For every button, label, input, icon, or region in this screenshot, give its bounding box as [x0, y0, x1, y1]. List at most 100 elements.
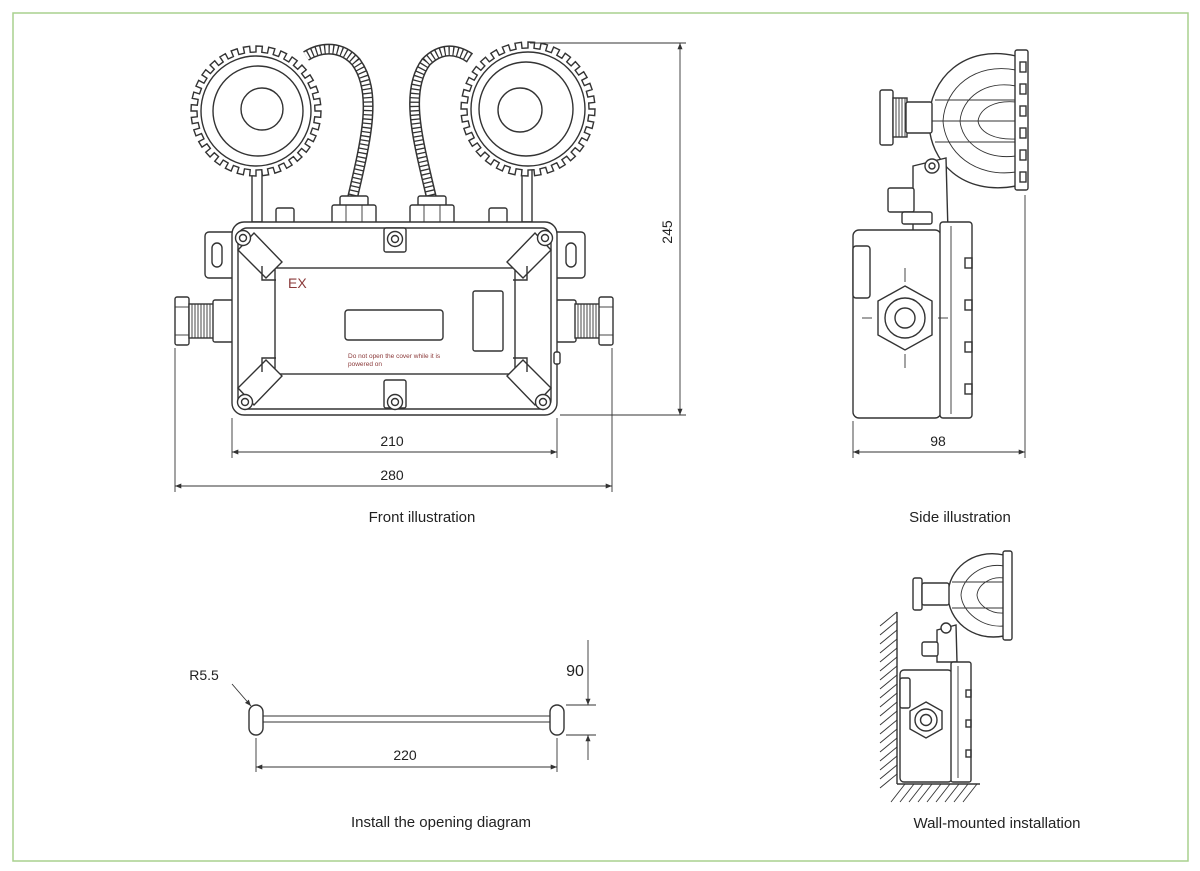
wall-hatch-line: [879, 773, 898, 789]
bolt-icon: [924, 158, 940, 174]
dim-label-spacing: 220: [393, 747, 417, 763]
dimension-height: 245: [530, 42, 686, 416]
wall-hatch-line: [879, 665, 898, 681]
bolt-icon: [390, 397, 400, 407]
side-enclosure-cover: [939, 221, 973, 419]
side-mounting-ear: [852, 245, 871, 299]
radius-leader: [231, 683, 252, 707]
wall-enclosure-cover: [950, 661, 972, 783]
right-top-gland-body: [409, 204, 455, 225]
wall-hatch-line: [879, 746, 898, 762]
side-lamp-rim-notch: [1019, 171, 1027, 183]
side-lamp-gland: [879, 89, 933, 146]
side-enclosure: [852, 221, 973, 419]
wall-lamp-gland-nut: [912, 577, 923, 611]
wall-gland-core: [919, 713, 933, 727]
side-gland-body: [905, 101, 933, 134]
front-illustration: EX Do not open the cover while it is pow…: [174, 41, 686, 526]
right-mounting-ear: [551, 231, 586, 279]
wall-hatch-line: [879, 683, 898, 699]
bolt-icon: [234, 229, 252, 247]
left-coiled-cable: [303, 43, 374, 202]
dim-label-radius: R5.5: [189, 667, 219, 683]
side-top-gland-base: [901, 211, 933, 225]
side-lamp-head: [928, 49, 1029, 191]
left-gland-hex-nut: [174, 296, 190, 346]
corner-arrow-top-left: [261, 266, 276, 281]
display-window: [344, 309, 444, 341]
left-ear-slot: [211, 242, 223, 268]
side-cover-rib: [964, 341, 973, 353]
wall-hatch-line: [879, 674, 898, 690]
right-lamp-serrated-rim: [460, 41, 596, 177]
right-gland-hex-nut: [598, 296, 614, 346]
wall-mounting-ear: [899, 677, 911, 709]
floor-hatch-line: [890, 783, 906, 803]
bolt-icon: [540, 233, 550, 243]
floor-hatch-line: [917, 783, 933, 803]
corner-arrow-bottom-left: [261, 357, 276, 372]
wall-hatch-line: [879, 647, 898, 663]
bolt-icon: [238, 233, 248, 243]
wall-gland-ring: [914, 708, 938, 732]
bolt-icon: [940, 622, 952, 634]
corner-arrow-bottom-right: [513, 357, 528, 372]
wall-hatch-line: [879, 719, 898, 735]
side-cover-rib: [964, 299, 973, 311]
bolt-icon: [390, 234, 400, 244]
left-gland-body-nut: [212, 299, 234, 343]
bolt-icon: [928, 162, 936, 170]
opening-caption: Install the opening diagram: [351, 814, 531, 831]
floor-hatch-line: [935, 783, 951, 803]
wall-hatch-line: [879, 710, 898, 726]
right-side-cable-gland: [555, 296, 614, 346]
side-gland-core: [894, 307, 916, 329]
right-mounting-slot: [549, 704, 565, 736]
front-caption: Front illustration: [369, 509, 476, 526]
right-lamp-head: [460, 41, 596, 177]
wall-hatch-line: [879, 728, 898, 744]
wall-lamp-rib: [960, 564, 1005, 627]
wall-hatch-line: [879, 629, 898, 645]
wall-hatch-line: [879, 638, 898, 654]
bolt-icon: [386, 230, 404, 248]
ex-mark: EX: [288, 275, 307, 291]
warning-text-line1: Do not open the cover while it is: [348, 353, 441, 360]
wall-cover-rib: [965, 689, 972, 698]
left-lamp-head: [190, 45, 322, 177]
wall-hatch-line: [879, 701, 898, 717]
wall-hatch-line: [879, 737, 898, 753]
side-lamp-rim: [1014, 49, 1029, 191]
cover-bolts: [234, 229, 554, 411]
dimension-total-width: 280: [174, 348, 613, 492]
bolt-icon: [534, 393, 552, 411]
wall-cover-rib: [965, 749, 972, 758]
side-caption: Side illustration: [909, 509, 1011, 526]
dim-label-body-width: 210: [380, 433, 404, 449]
floor-hatch-line: [962, 783, 978, 803]
warning-text-line2: powered on: [348, 361, 382, 368]
corner-arrow-top-right: [513, 266, 528, 281]
side-lamp-rim-notch: [1019, 61, 1027, 73]
dimension-body-width: 210: [231, 418, 558, 458]
wall-hatch-line: [879, 620, 898, 636]
bolt-icon: [236, 393, 254, 411]
wall-top-gland: [921, 641, 939, 657]
bolt-icon: [536, 229, 554, 247]
left-top-gland-body: [331, 204, 377, 225]
right-lamp-inner-rim: [470, 51, 586, 167]
bolt-icon: [240, 397, 250, 407]
left-lamp-inner-rim: [200, 55, 312, 167]
right-coiled-cable: [409, 45, 474, 202]
side-lamp-rim-notch: [1019, 83, 1027, 95]
floor-hatch-line: [908, 783, 924, 803]
wall-hatching: [879, 611, 898, 789]
wall-lamp-rim: [1002, 550, 1013, 641]
floor-hatch-line: [899, 783, 915, 803]
wall-lamp-gland-body: [921, 582, 950, 606]
right-stem-nut: [488, 207, 508, 224]
side-gland-nut: [879, 89, 894, 146]
floor-hatching: [890, 783, 978, 803]
opening-diagram: R5.5 90 220 Install the opening diagram: [189, 640, 596, 831]
side-cover-rib: [964, 383, 973, 395]
